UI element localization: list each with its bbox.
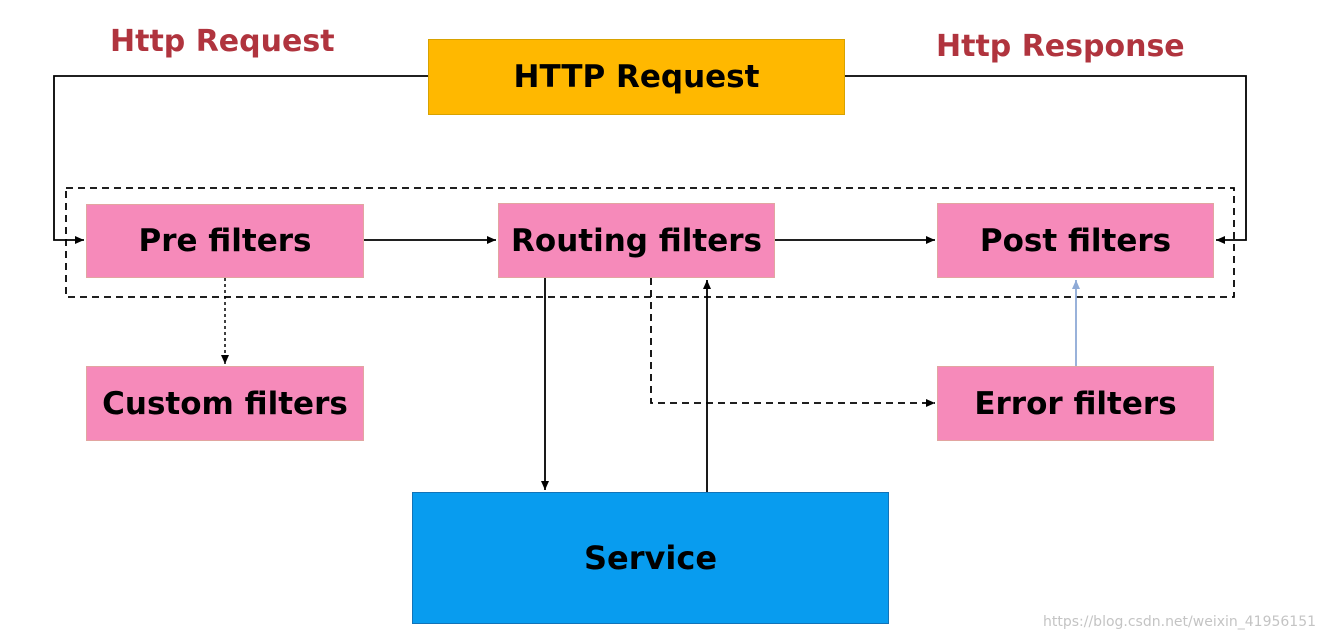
error-filters-box: Error filters (937, 366, 1214, 441)
post-filters-box: Post filters (937, 203, 1214, 278)
http-request-label: Http Request (110, 24, 335, 59)
http-response-label: Http Response (936, 29, 1185, 64)
routing-to-error-arrow (650, 278, 935, 407)
outgoing-response-line (845, 75, 1247, 244)
routing-filters-box: Routing filters (498, 203, 775, 278)
watermark-text: https://blog.csdn.net/weixin_41956151 (1043, 614, 1317, 630)
pre-filters-box: Pre filters (86, 204, 364, 278)
custom-filters-box: Custom filters (86, 366, 364, 441)
incoming-request-line (53, 75, 428, 244)
http-request-box: HTTP Request (428, 39, 845, 115)
service-box: Service (412, 492, 889, 624)
filter-chain-container (65, 187, 1235, 298)
